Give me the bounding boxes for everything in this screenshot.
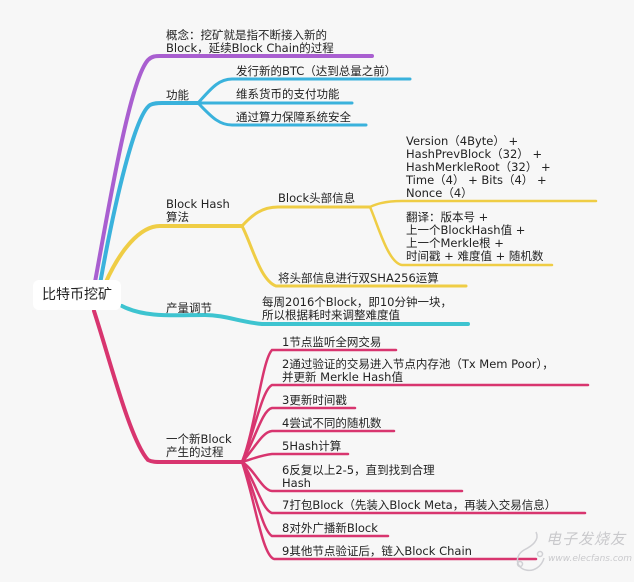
hash-translation-4: 时间戳 + 难度值 + 随机数 <box>406 249 544 263</box>
process-step-6: 6反复以上2-5，直到找到合理 <box>282 463 435 477</box>
branch-function-3 <box>196 101 368 127</box>
process-step-9: 9其他节点验证后，链入Block Chain <box>282 544 472 558</box>
branch-function <box>98 101 200 286</box>
process-step-7: 7打包Block（先装入Block Meta，再装入交易信息） <box>282 498 557 512</box>
function-item-2: 维系货币的支付功能 <box>236 87 340 101</box>
function-label[interactable]: 功能 <box>166 88 189 102</box>
process-label-line2: 产生的过程 <box>166 445 224 459</box>
function-item-1: 发行新的BTC（达到总量之前） <box>236 64 397 78</box>
hash-field-2: HashPrevBlock（32） + <box>406 147 543 161</box>
concept-label-line1: 概念：挖矿就是指不断接入新的 <box>166 28 327 42</box>
output-detail-line1: 每周2016个Block，即10分钟一块， <box>262 295 453 309</box>
process-step-2b: 并更新 Merkle Hash值 <box>282 370 403 384</box>
root-node[interactable]: 比特币挖矿 <box>33 280 121 310</box>
hash-header-label[interactable]: Block头部信息 <box>278 191 356 205</box>
branch-process <box>92 309 244 464</box>
branch-concept <box>93 54 374 284</box>
hash-field-3: HashMerkleRoot（32） + <box>406 160 551 174</box>
branch-hash-header <box>240 205 372 228</box>
output-label[interactable]: 产量调节 <box>166 301 212 315</box>
hash-field-5: Nonce（4） <box>406 186 473 200</box>
branch-hash-translation <box>368 205 554 267</box>
function-item-3: 通过算力保障系统安全 <box>236 110 351 124</box>
hash-translation-2: 上一个BlockHash值 + <box>406 223 526 237</box>
hash-translation-1: 翻译：版本号 + <box>406 210 489 224</box>
process-step-5: 5Hash计算 <box>282 439 342 453</box>
hash-sha: 将头部信息进行双SHA256运算 <box>278 271 439 285</box>
watermark-url: www.elecfans.com <box>548 554 633 564</box>
process-label-line1[interactable]: 一个新Block <box>166 432 232 446</box>
hash-field-4: Time（4） + Bits（4） + <box>406 173 547 187</box>
watermark-name: 电子发烧友 <box>546 530 627 548</box>
branch-hash <box>103 224 244 286</box>
branch-hash-sha <box>240 224 468 288</box>
concept-label-line2: Block，延续Block Chain的过程 <box>166 41 334 55</box>
process-step-8: 8对外广播新Block <box>282 521 378 535</box>
process-step-3: 3更新时间戳 <box>282 393 347 407</box>
branch-output <box>120 304 470 326</box>
branch-hash-fields <box>368 199 598 209</box>
process-step-6b: Hash <box>282 476 311 490</box>
hash-label-line1[interactable]: Block Hash <box>166 197 230 211</box>
process-step-1: 1节点监听全网交易 <box>282 335 382 349</box>
branch-function-1 <box>196 77 412 105</box>
process-step-2: 2通过验证的交易进入节点内存池（Tx Mem Poor）， <box>282 357 554 371</box>
output-detail-line2: 所以根据耗时来调整难度值 <box>262 308 400 322</box>
watermark: 电子发烧友 www.elecfans.com <box>510 528 633 578</box>
watermark-logo-icon <box>516 531 545 572</box>
hash-translation-3: 上一个Merkle根 + <box>406 236 504 250</box>
process-step-4: 4尝试不同的随机数 <box>282 416 382 430</box>
hash-label-line2: 算法 <box>166 210 189 224</box>
hash-field-1: Version（4Byte） + <box>406 134 519 148</box>
